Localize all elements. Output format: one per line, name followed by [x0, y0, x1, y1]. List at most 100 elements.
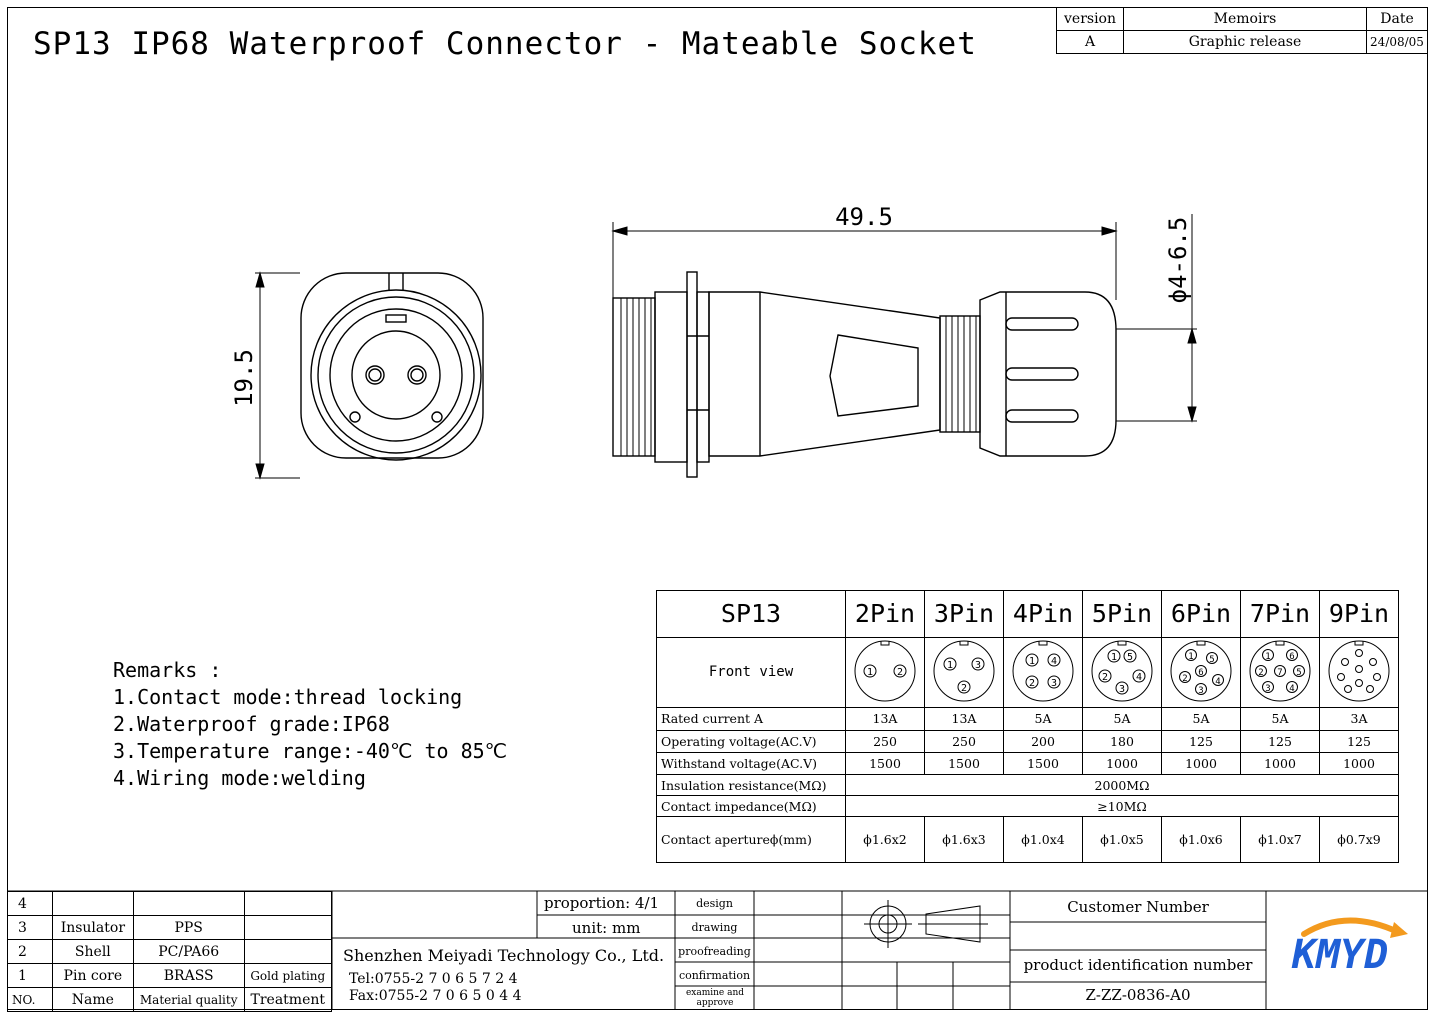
company-fax: Fax:0755-2 7 0 6 5 0 4 4 — [349, 988, 522, 1004]
date-header: Date — [1366, 7, 1428, 31]
bom-name: Insulator — [51, 915, 134, 940]
insulation-label: Insulation resistance(MΩ) — [656, 773, 846, 797]
withstand-voltage-value: 1000 — [1319, 751, 1399, 775]
svg-text:1: 1 — [947, 660, 953, 671]
signoff-approve: examine and approve — [685, 988, 745, 1008]
kmyd-logo: KMYD — [1286, 912, 1416, 982]
aperture-value: ϕ1.0x5 — [1082, 816, 1162, 863]
signoff-drawing: drawing — [691, 921, 738, 934]
bom-material: PC/PA66 — [132, 939, 245, 964]
impedance-value: ≥10MΩ — [845, 795, 1399, 818]
svg-text:3: 3 — [1198, 686, 1203, 696]
withstand-voltage-value: 1000 — [1240, 751, 1320, 775]
svg-text:5: 5 — [1296, 668, 1301, 678]
svg-text:7: 7 — [1277, 668, 1282, 678]
length-dimension — [611, 222, 1118, 300]
bom-no: 3 — [7, 915, 53, 940]
svg-text:3: 3 — [1119, 684, 1125, 695]
logo-text: KMYD — [1291, 932, 1388, 978]
projection-symbol-icon — [864, 900, 988, 948]
length-label: 49.5 — [835, 203, 893, 231]
pin-layout-4: 1 4 2 3 — [1003, 636, 1083, 709]
side-view — [612, 271, 1117, 478]
rated-current-label: Rated current A — [656, 707, 846, 731]
signoff-design: design — [696, 897, 733, 910]
front-view — [300, 272, 484, 461]
svg-text:3: 3 — [1051, 678, 1057, 689]
signoff-proofreading: proofreading — [678, 945, 751, 958]
svg-text:6: 6 — [1198, 668, 1203, 678]
pid-label: product identification number — [1023, 956, 1253, 974]
operating-voltage-value: 125 — [1319, 729, 1399, 753]
pin-header: 2Pin — [845, 590, 925, 638]
svg-text:1: 1 — [867, 667, 873, 678]
svg-text:4: 4 — [1051, 656, 1057, 667]
bom-no: 1 — [7, 963, 53, 988]
withstand-voltage-value: 1500 — [924, 751, 1004, 775]
aperture-value: ϕ1.6x3 — [924, 816, 1004, 863]
company-tel: Tel:0755-2 7 0 6 5 7 2 4 — [349, 971, 518, 987]
withstand-voltage-label: Withstand voltage(AC.V) — [656, 751, 846, 775]
svg-text:1: 1 — [1265, 652, 1270, 662]
svg-text:2: 2 — [1102, 672, 1108, 683]
connector-drawing: 19.5 — [230, 203, 1197, 480]
withstand-voltage-value: 1000 — [1082, 751, 1162, 775]
svg-text:4: 4 — [1215, 677, 1220, 687]
memoirs-value: Graphic release — [1123, 30, 1367, 54]
operating-voltage-value: 200 — [1003, 729, 1083, 753]
aperture-value: ϕ1.6x2 — [845, 816, 925, 863]
rated-current-value: 5A — [1240, 707, 1320, 731]
logo-swoosh-icon: KMYD — [1291, 917, 1408, 978]
signoff-confirmation: confirmation — [678, 969, 751, 982]
front-diameter-label: 19.5 — [230, 349, 258, 407]
impedance-label: Contact impedance(MΩ) — [656, 795, 846, 818]
remark-item: 4.Wiring mode:welding — [113, 766, 366, 790]
pin-header: 7Pin — [1240, 590, 1320, 638]
bom-header-treatment: Treatment — [243, 987, 333, 1012]
operating-voltage-value: 250 — [924, 729, 1004, 753]
customer-number-label: Customer Number — [1067, 898, 1209, 916]
svg-text:4: 4 — [1136, 672, 1142, 683]
remark-item: 2.Waterproof grade:IP68 — [113, 712, 390, 736]
withstand-voltage-value: 1500 — [845, 751, 925, 775]
svg-text:5: 5 — [1209, 655, 1214, 665]
bom-name: Pin core — [51, 963, 134, 988]
remark-item: 3.Temperature range:-40℃ to 85℃ — [113, 739, 508, 763]
spec-table: SP13 2Pin 3Pin 4Pin 5Pin 6Pin 7Pin 9Pin … — [656, 590, 1399, 863]
front-view-label: Front view — [656, 636, 846, 709]
svg-text:2: 2 — [1182, 674, 1187, 684]
date-value: 24/08/05 — [1366, 30, 1428, 54]
front-diameter-dimension — [255, 271, 300, 480]
aperture-value: ϕ1.0x7 — [1240, 816, 1320, 863]
bom-header-name: Name — [51, 987, 134, 1012]
svg-text:4: 4 — [1289, 684, 1294, 694]
drawing-title: SP13 IP68 Waterproof Connector - Mateabl… — [33, 26, 977, 62]
pid-value: Z-ZZ-0836-A0 — [1085, 986, 1191, 1004]
pin-header: 9Pin — [1319, 590, 1399, 638]
bom-treatment: Gold plating — [243, 963, 333, 988]
svg-text:2: 2 — [1258, 668, 1263, 678]
aperture-value: ϕ1.0x4 — [1003, 816, 1083, 863]
svg-text:2: 2 — [961, 683, 967, 694]
bom-name — [51, 891, 134, 916]
company-name: Shenzhen Meiyadi Technology Co., Ltd. — [343, 946, 665, 965]
svg-text:1: 1 — [1111, 652, 1117, 663]
svg-text:1: 1 — [1029, 656, 1035, 667]
pin-layout-9 — [1319, 636, 1399, 709]
svg-text:2: 2 — [1029, 678, 1035, 689]
drawing-frame — [7, 7, 1428, 1010]
withstand-voltage-value: 1000 — [1161, 751, 1241, 775]
cable-diameter-dimension — [1116, 214, 1197, 423]
svg-text:2: 2 — [897, 667, 903, 678]
cable-diameter-label: ϕ4-6.5 — [1164, 217, 1192, 304]
unit-label: unit: mm — [572, 919, 641, 937]
remark-item: 1.Contact mode:thread locking — [113, 685, 463, 709]
aperture-value: ϕ0.7x9 — [1319, 816, 1399, 863]
svg-text:1: 1 — [1188, 652, 1193, 662]
aperture-value: ϕ1.0x6 — [1161, 816, 1241, 863]
rated-current-value: 13A — [924, 707, 1004, 731]
